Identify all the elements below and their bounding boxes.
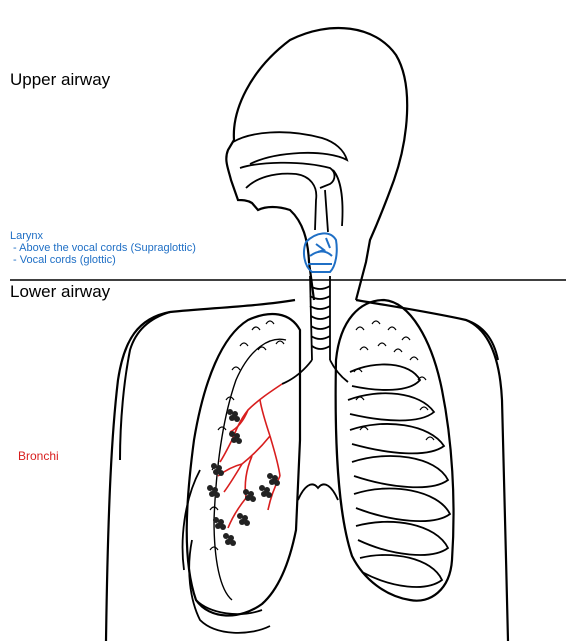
left-side-lung-inner [214,339,286,600]
larynx-item-supraglottic: - Above the vocal cords (Supraglottic) [10,242,196,254]
bronchi-label: Bronchi [18,449,59,463]
palate [240,163,335,188]
nasal-cavity [233,132,347,164]
left-arm-outline [120,312,170,460]
bronchial-tree [218,384,282,528]
larynx-title: Larynx [10,230,196,242]
main-bronchi [282,360,348,384]
ribs [183,364,450,632]
left-side-lung [187,314,300,616]
upper-airway-label: Upper airway [10,70,110,90]
tongue [246,174,316,230]
larynx-item-glottic: - Vocal cords (glottic) [10,254,196,266]
larynx-label-group: Larynx - Above the vocal cords (Supraglo… [10,230,196,266]
diaphragm [298,484,338,500]
lower-airway-label: Lower airway [10,282,110,302]
